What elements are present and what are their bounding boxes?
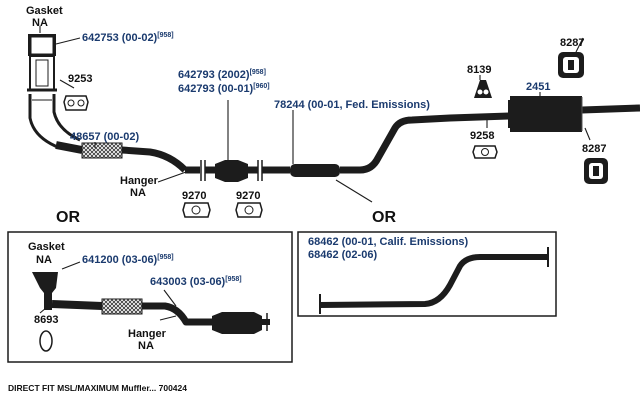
label-gasket-top: Gasket bbox=[26, 5, 63, 17]
label-642753: 642753 (00-02)[958] bbox=[82, 32, 174, 44]
front-pipe-642753 bbox=[27, 34, 81, 150]
label-or-right: OR bbox=[372, 209, 396, 226]
gasket-9270-a bbox=[182, 202, 211, 218]
label-642793-2002: 642793 (2002)[958] bbox=[178, 69, 266, 81]
label-2451: 2451 bbox=[526, 81, 550, 93]
label-gasket-box: Gasket bbox=[28, 241, 65, 253]
alt-assembly-box-right bbox=[297, 231, 557, 317]
label-8287-top: 8287 bbox=[560, 37, 584, 49]
hanger-8287-bottom bbox=[584, 158, 608, 184]
label-8139: 8139 bbox=[467, 64, 491, 76]
label-9253: 9253 bbox=[68, 73, 92, 85]
label-9270-b: 9270 bbox=[236, 190, 260, 202]
hanger-8139 bbox=[474, 80, 492, 98]
hanger-8287-top bbox=[558, 52, 584, 78]
label-hanger-na-box: NA bbox=[138, 340, 154, 352]
label-641200: 641200 (03-06)[958] bbox=[82, 254, 174, 266]
gasket-9270-b bbox=[235, 202, 263, 218]
gasket-9253 bbox=[63, 95, 89, 111]
pipe-68462 bbox=[319, 247, 549, 314]
label-68462-calif: 68462 (00-01, Calif. Emissions) bbox=[308, 236, 469, 248]
label-hanger: Hanger bbox=[120, 175, 159, 187]
muffler-2451 bbox=[508, 96, 640, 132]
label-or-left: OR bbox=[56, 209, 80, 226]
label-na-top: NA bbox=[32, 17, 48, 29]
label-68462-02-06: 68462 (02-06) bbox=[308, 249, 377, 261]
gasket-8693 bbox=[39, 330, 53, 352]
catalytic-converter-642793 bbox=[205, 160, 258, 182]
gasket-9258 bbox=[472, 145, 498, 159]
label-9270-a: 9270 bbox=[182, 190, 206, 202]
label-643003: 643003 (03-06)[958] bbox=[150, 276, 242, 288]
resonator-pipe-78244 bbox=[262, 112, 511, 177]
diagram-caption: DIRECT FIT MSL/MAXIMUM Muffler... 700424 bbox=[8, 383, 187, 393]
alt-assembly-box-left bbox=[7, 231, 293, 363]
label-8693: 8693 bbox=[34, 314, 58, 326]
label-78244: 78244 (00-01, Fed. Emissions) bbox=[274, 99, 430, 111]
label-na-box: NA bbox=[36, 254, 52, 266]
label-48657: 48657 (00-02) bbox=[70, 131, 139, 143]
label-642793-00-01: 642793 (00-01)[960] bbox=[178, 83, 270, 95]
pipe-48657 bbox=[55, 141, 200, 174]
label-9258: 9258 bbox=[470, 130, 494, 142]
label-hanger-box: Hanger bbox=[128, 328, 167, 340]
front-pipe-641200 bbox=[32, 272, 58, 310]
label-8287-bottom: 8287 bbox=[582, 143, 606, 155]
label-hanger-na: NA bbox=[130, 187, 146, 199]
pipe-643003 bbox=[51, 298, 270, 334]
